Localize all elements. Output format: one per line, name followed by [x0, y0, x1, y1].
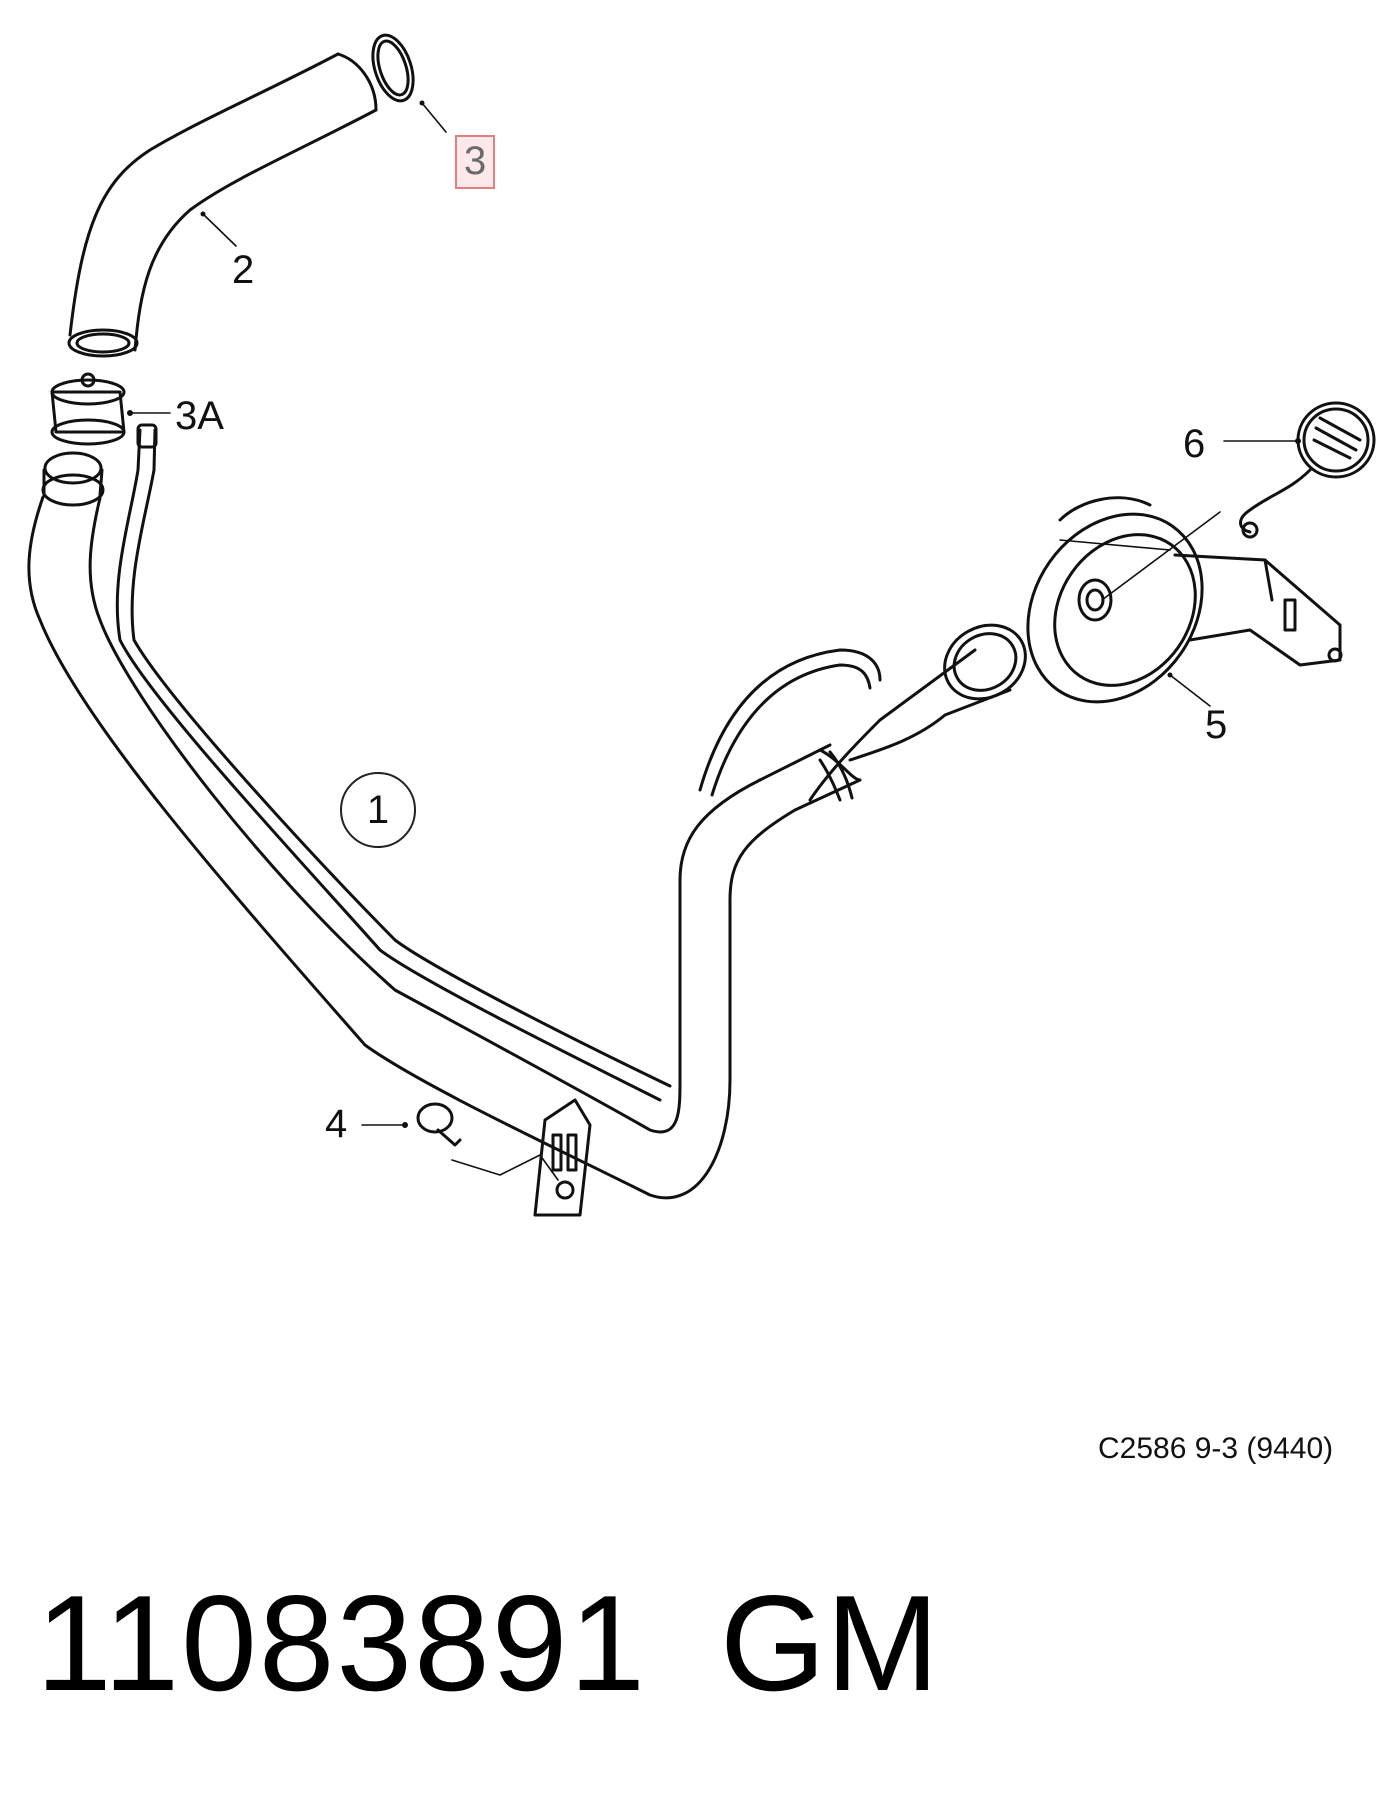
- brand-name: GM: [720, 1567, 940, 1719]
- pipe-bracket: [533, 1098, 592, 1217]
- callout-3a[interactable]: 3A: [175, 394, 224, 438]
- o-ring-seal: [371, 33, 415, 103]
- filler-pipe: [27, 451, 862, 1200]
- callout-5[interactable]: 5: [1205, 703, 1228, 747]
- filler-hose: [67, 52, 378, 358]
- vent-tube: [115, 423, 882, 1102]
- fuel-cap: [1239, 401, 1376, 539]
- callout-2[interactable]: 2: [232, 248, 255, 292]
- callout-6[interactable]: 6: [1183, 422, 1206, 466]
- bolt: [416, 1102, 462, 1147]
- callout-4[interactable]: 4: [325, 1102, 348, 1146]
- callout-1: 1: [366, 787, 390, 832]
- filler-neck: [808, 623, 1027, 802]
- leader-lines: [129, 102, 1299, 1181]
- reference-circle-1[interactable]: 1: [340, 772, 416, 848]
- diagram-code: C2586 9-3 (9440): [1098, 1432, 1334, 1465]
- hose-clamp: [50, 372, 126, 446]
- callout-3-highlighted[interactable]: 3: [455, 135, 496, 189]
- filler-housing: [1026, 496, 1343, 704]
- leader-dots: [127, 100, 1301, 1128]
- part-number: 11083891: [36, 1567, 647, 1719]
